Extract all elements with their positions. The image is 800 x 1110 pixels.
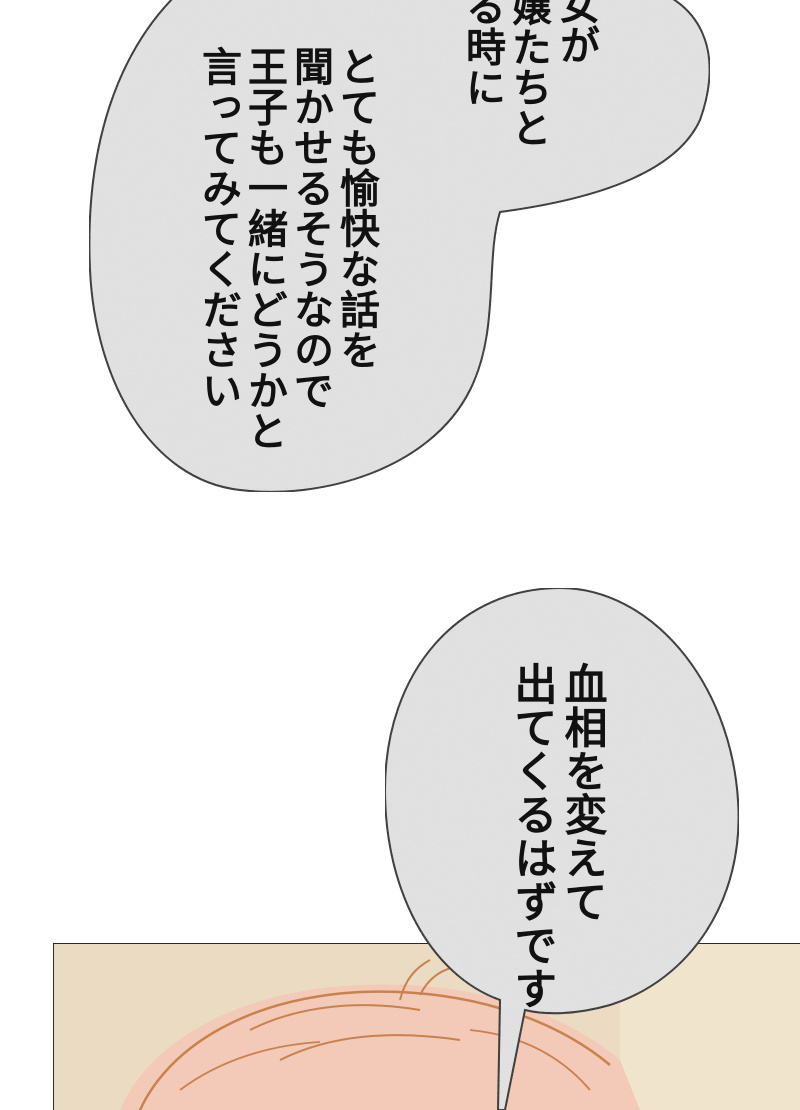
upper-bubble-line-2: 嬢たちと: [505, 0, 551, 148]
upper-bubble-line-1: 女が: [553, 0, 599, 65]
lower-bubble-line-1: 血相を変えて: [557, 662, 607, 923]
upper-bubble-line-7: 言ってみてください: [195, 46, 241, 411]
upper-bubble-line-5: 聞かせるそうなので: [287, 46, 333, 411]
speech-bubble-lower: [383, 586, 740, 1110]
lower-bubble-line-2: 出てくるはずです: [507, 662, 557, 1010]
illustration-panel: [53, 943, 800, 1110]
speech-bubble-upper: [88, 0, 711, 493]
upper-bubble-line-6: 王子も一緒にどうかと: [241, 46, 287, 451]
upper-bubble-line-3: る時に: [459, 0, 505, 108]
upper-bubble-line-4: とても愉快な話を: [333, 46, 379, 370]
